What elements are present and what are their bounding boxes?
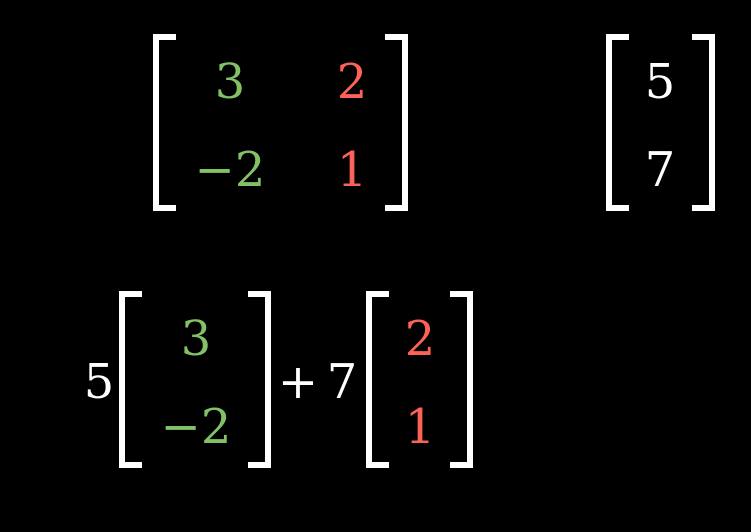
combo-vector2-bottom: 1: [405, 399, 436, 455]
vector-entry-bottom: 7: [645, 142, 676, 198]
matrix-entry-r2c1: −2: [195, 142, 266, 198]
coefficient-2: 7: [327, 354, 358, 410]
plus-sign: +: [278, 354, 318, 410]
linear-combination: 5 3 −2 + 7 2 1: [84, 291, 473, 468]
matrix-entry-r2c2: 1: [337, 142, 368, 198]
combo-vector1-right-bracket: [248, 291, 271, 468]
input-vector: 5 7: [606, 34, 715, 211]
matrix-right-bracket: [385, 34, 408, 211]
combo-vector1-top: 3: [181, 311, 212, 367]
matrix-left-bracket: [153, 34, 176, 211]
combo-vector2-left-bracket: [366, 291, 389, 468]
coefficient-1: 5: [84, 354, 115, 410]
combo-vector1-left-bracket: [119, 291, 142, 468]
vector-entry-top: 5: [645, 54, 676, 110]
vector-left-bracket: [606, 34, 629, 211]
combo-vector2-top: 2: [405, 311, 436, 367]
vector-right-bracket: [692, 34, 715, 211]
matrix-entry-r1c1: 3: [215, 54, 246, 110]
combo-vector2-right-bracket: [450, 291, 473, 468]
combo-vector1-bottom: −2: [161, 399, 232, 455]
matrix-entry-r1c2: 2: [337, 54, 368, 110]
matrix: 3 −2 2 1: [153, 34, 408, 211]
